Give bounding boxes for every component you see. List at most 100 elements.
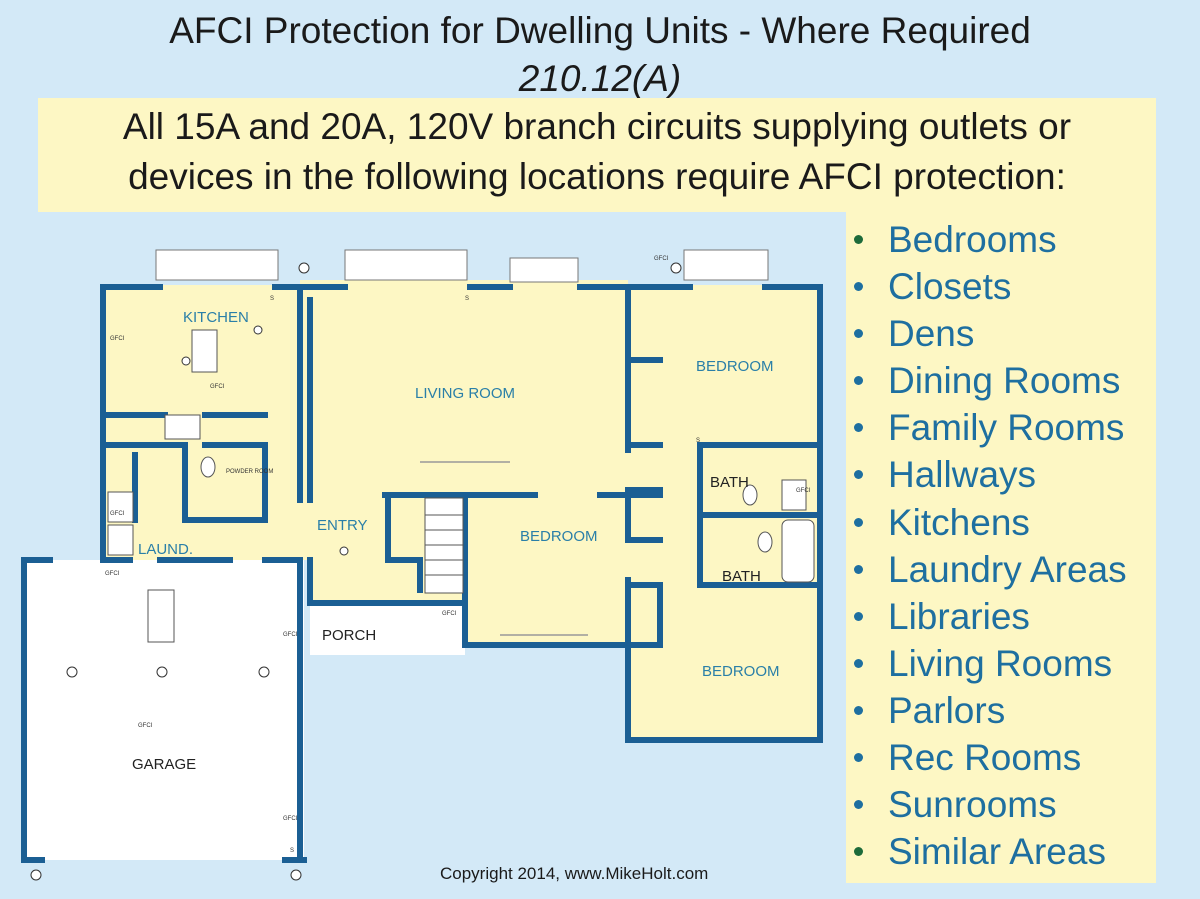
location-item: Libraries <box>846 593 1127 640</box>
sink <box>781 479 807 511</box>
bullet-icon <box>854 611 863 621</box>
bullet-icon <box>854 705 863 715</box>
bullet-icon <box>854 376 863 386</box>
locations-box: Bedrooms Closets Dens Dining Rooms Famil… <box>846 212 1156 883</box>
room-label-living-room: LIVING ROOM <box>415 385 515 402</box>
room-label-bedroom-1: BEDROOM <box>696 358 774 375</box>
switch-label: S <box>696 438 700 444</box>
bullet-icon <box>854 470 863 480</box>
gfci-label: GFCI <box>654 256 669 262</box>
room-label-powder-room: POWDER ROOM <box>226 469 273 475</box>
porch-floor <box>310 603 465 655</box>
location-item: Kitchens <box>846 499 1127 546</box>
bullet-icon <box>854 517 863 527</box>
copyright-notice: Copyright 2014, www.MikeHolt.com <box>440 864 709 883</box>
gfci-label: GFCI <box>796 488 811 494</box>
bullet-icon <box>854 329 863 339</box>
location-item: Sunrooms <box>846 781 1127 828</box>
locations-list: Bedrooms Closets Dens Dining Rooms Famil… <box>846 216 1127 875</box>
light-fixture-icon <box>156 666 168 678</box>
requirement-line-2: devices in the following locations requi… <box>128 156 1066 197</box>
toilet <box>742 484 758 506</box>
light-fixture-icon <box>670 262 682 274</box>
bullet-icon <box>854 658 863 668</box>
fixtures <box>107 329 815 643</box>
switch-label: S <box>270 296 274 302</box>
location-item: Dens <box>846 310 1127 357</box>
bullet-icon <box>854 282 863 292</box>
stairs <box>424 497 464 594</box>
exterior-wall <box>100 284 163 563</box>
window <box>683 249 769 281</box>
room-label-laundry: LAUND. <box>138 541 193 558</box>
gfci-label: GFCI <box>105 571 120 577</box>
interior-wall <box>182 442 268 523</box>
light-fixture-icon <box>30 869 42 881</box>
room-label-bedroom-3: BEDROOM <box>702 663 780 680</box>
location-item: Laundry Areas <box>846 546 1127 593</box>
location-item: Rec Rooms <box>846 734 1127 781</box>
gfci-label: GFCI <box>210 384 225 390</box>
counter <box>164 414 201 440</box>
interior-wall <box>262 557 303 863</box>
gfci-label: GFCI <box>138 723 153 729</box>
exterior-wall <box>625 284 823 743</box>
windows <box>155 249 769 283</box>
light-fixture-icon <box>298 262 310 274</box>
bullet-icon <box>854 753 863 763</box>
ceiling-fan-lines <box>420 461 588 636</box>
location-item: Closets <box>846 263 1127 310</box>
bullet-icon <box>854 423 863 433</box>
location-item: Living Rooms <box>846 640 1127 687</box>
room-label-kitchen: KITCHEN <box>183 309 249 326</box>
dryer <box>107 491 134 523</box>
gfci-label: GFCI <box>110 511 125 517</box>
switch-label: S <box>290 848 294 854</box>
tub <box>781 519 815 583</box>
requirement-box: All 15A and 20A, 120V branch circuits su… <box>38 98 1156 212</box>
location-item: Hallways <box>846 451 1127 498</box>
window <box>509 257 579 283</box>
bullet-icon <box>854 564 863 574</box>
switch-label: S <box>465 296 469 302</box>
toilet <box>757 531 773 553</box>
light-fixture-icon <box>253 325 263 335</box>
room-label-porch: PORCH <box>322 627 376 644</box>
location-item: Bedrooms <box>846 216 1127 263</box>
code-reference: 210.12(A) <box>518 58 682 99</box>
gfci-label: GFCI <box>283 632 298 638</box>
location-item: Parlors <box>846 687 1127 734</box>
light-fixture-icon <box>181 356 191 366</box>
interior-wall <box>625 582 663 648</box>
light-fixture-icon <box>258 666 270 678</box>
room-label-garage: GARAGE <box>132 756 196 773</box>
location-item: Family Rooms <box>846 404 1127 451</box>
washer <box>107 524 134 556</box>
interior-wall <box>625 487 663 543</box>
gfci-label: GFCI <box>442 611 457 617</box>
kitchen-island <box>191 329 218 373</box>
location-item: Similar Areas <box>846 828 1127 875</box>
bullet-icon <box>854 847 863 857</box>
gfci-label: GFCI <box>110 336 125 342</box>
requirement-line-1: All 15A and 20A, 120V branch circuits su… <box>122 106 1072 147</box>
room-label-bedroom-2: BEDROOM <box>520 528 598 545</box>
location-item: Dining Rooms <box>846 357 1127 404</box>
outlet-symbols <box>30 262 682 881</box>
room-label-bath-1: BATH <box>710 474 749 491</box>
window <box>344 249 468 281</box>
garage-wall <box>21 557 53 863</box>
gfci-label: GFCI <box>283 816 298 822</box>
walls <box>21 284 823 863</box>
light-fixture-icon <box>290 869 302 881</box>
toilet <box>200 456 216 478</box>
floor-plan: KITCHEN LIVING ROOM BEDROOM BEDROOM BEDR… <box>21 249 823 881</box>
interior-wall <box>385 492 423 593</box>
room-label-bath-2: BATH <box>722 568 761 585</box>
room-label-entry: ENTRY <box>317 517 368 534</box>
window <box>155 249 279 281</box>
page-title: AFCI Protection for Dwelling Units - Whe… <box>169 10 1031 51</box>
garage-stairs-icon <box>147 589 175 643</box>
interior-wall <box>697 442 823 588</box>
light-fixture-icon <box>339 546 349 556</box>
